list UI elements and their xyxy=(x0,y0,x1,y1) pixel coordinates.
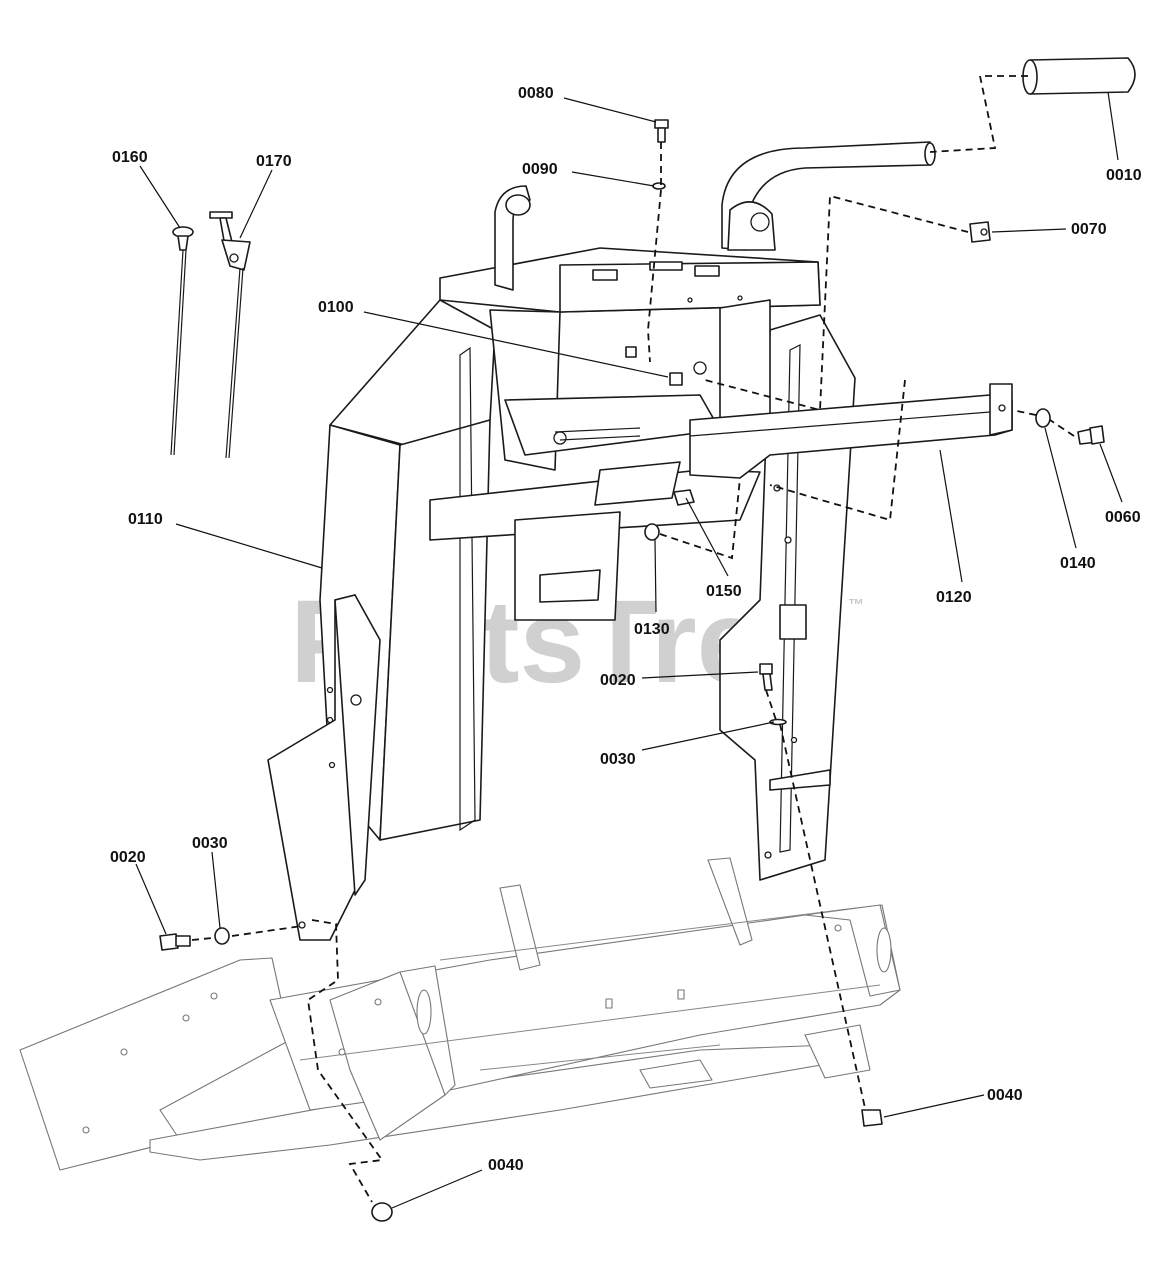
left-side-plate xyxy=(267,299,496,941)
callout-0130[interactable]: 0130 xyxy=(634,621,670,638)
callout-0020-right[interactable]: 0020 xyxy=(600,672,636,689)
callout-0030-right[interactable]: 0030 xyxy=(600,751,636,768)
callout-0160[interactable]: 0160 xyxy=(112,149,148,166)
dipstick-0160 xyxy=(170,226,194,456)
cross-bar-0120 xyxy=(689,383,1013,479)
callout-0100[interactable]: 0100 xyxy=(318,299,354,316)
callout-0090[interactable]: 0090 xyxy=(522,161,558,178)
callout-0140[interactable]: 0140 xyxy=(1060,555,1096,572)
callout-0170[interactable]: 0170 xyxy=(256,153,292,170)
callout-0040-right[interactable]: 0040 xyxy=(987,1087,1023,1104)
watermark-trademark: ™ xyxy=(848,597,864,614)
callout-0110[interactable]: 0110 xyxy=(128,511,163,528)
dipstick-0170 xyxy=(209,211,251,459)
callout-0120[interactable]: 0120 xyxy=(936,589,972,606)
callout-0070[interactable]: 0070 xyxy=(1071,221,1107,238)
callout-0010[interactable]: 0010 xyxy=(1106,167,1142,184)
callout-0020-left[interactable]: 0020 xyxy=(110,849,146,866)
leader-lines xyxy=(135,91,1123,1209)
right-side-plate xyxy=(719,314,856,881)
callout-labels: 0010 0070 0080 0090 0100 0160 0170 0110 … xyxy=(110,85,1142,1174)
deck-frame xyxy=(19,857,901,1171)
callout-0150[interactable]: 0150 xyxy=(706,583,742,600)
callout-0060[interactable]: 0060 xyxy=(1105,509,1141,526)
right-handle-bar xyxy=(721,141,936,251)
grip-0010 xyxy=(1022,57,1136,95)
hardware xyxy=(159,119,1105,1222)
assembly-lines xyxy=(191,75,1075,1203)
callout-0040-bottom[interactable]: 0040 xyxy=(488,1157,524,1174)
callout-0080[interactable]: 0080 xyxy=(518,85,554,102)
left-handle-post xyxy=(494,185,531,291)
callout-0030-left[interactable]: 0030 xyxy=(192,835,228,852)
